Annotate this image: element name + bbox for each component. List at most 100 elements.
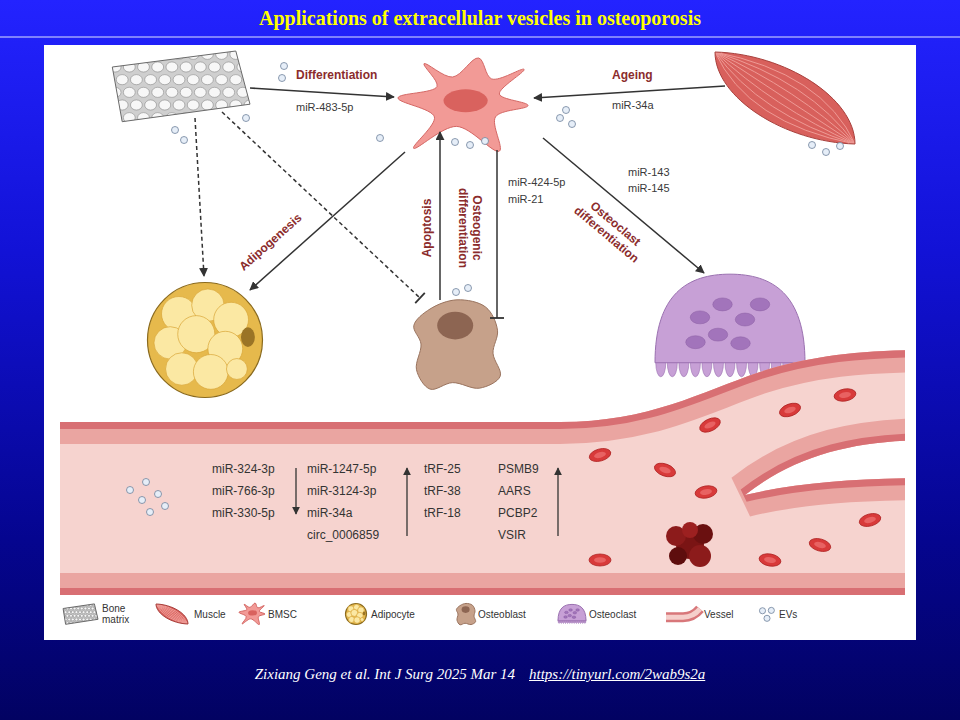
red-blood-cell-centre [658,465,671,474]
legend-label: Vessel [704,609,733,620]
ev-dot [139,497,146,504]
legend-label: EVs [779,609,797,620]
osteoblast-cell [414,300,501,390]
vessel-shape [58,345,908,600]
up-arrow [406,468,407,536]
ev-dot [482,138,489,145]
bone-pore [216,49,228,59]
ev-dot [127,487,134,494]
ev-dot [181,137,188,144]
bone-pore [89,611,92,614]
bone-pore [145,100,157,110]
arrows [195,86,725,318]
bmsc-cell [398,58,528,152]
osteoclast-nucleus [750,298,770,311]
bone-pore [116,49,128,59]
osteoclast-nucleus [686,336,706,349]
ev-dot [764,615,770,621]
dashed-arrow [222,112,420,298]
molecule-list: PSMB9 AARS PCBP2 VSIR [498,458,550,546]
bone-pore [130,49,142,59]
bone-pore [84,607,87,610]
osteoblast-icon [456,603,475,624]
muscle-outline [715,52,855,144]
red-blood-cell [778,401,803,420]
legend-label: BMSC [268,609,297,620]
osteoclast-nucleus [576,609,580,611]
ev-dot [837,143,844,150]
ev-dot [452,139,459,146]
ev-dot [143,479,150,486]
bone-pore [237,113,249,123]
bone-pore [109,87,121,97]
ev-dot [172,127,179,134]
bone-pore [82,611,85,614]
bone-pore [68,611,71,614]
red-blood-cell [858,511,882,528]
bone-pore [68,618,71,621]
molecule-list: miR-1247-5p miR-3124-3p miR-34a circ_000… [307,458,393,546]
muscle-fibre [156,604,188,624]
thrombus [669,547,687,565]
bone-pore [79,618,82,621]
bone-pore [130,75,142,85]
bone-pore [138,87,150,97]
muscle-fibre [715,52,855,144]
bone-pore [80,614,83,617]
bone-pore [86,611,89,614]
ev-icon [759,607,774,621]
ev-dot [809,142,816,149]
process-label: Osteogenic differentiation [456,180,484,276]
red-blood-cell [694,484,718,500]
bone-pore [209,62,221,72]
ev-dot [453,289,460,296]
vessel-wall [60,350,905,595]
bone-pore [95,622,98,625]
bone-pore [93,611,96,614]
bone-pore [187,75,199,85]
bone-pore [194,62,206,72]
process-label: Adipogenesis [236,211,304,274]
bone-pore [75,603,78,606]
muscle-icon [156,604,188,624]
muscle-fibre [715,52,855,144]
red-blood-cell-centre [703,420,716,430]
bone-pore [187,100,199,110]
bone-pore [159,75,171,85]
bone-pore [187,49,199,59]
mirna-label: miR-424-5p [508,176,565,189]
source-link: https://tinyurl.com/2wab9s2a [529,664,705,684]
bone-pore [173,75,185,85]
bone-pore [109,113,121,123]
vessel-icon-wall [666,609,700,617]
osteoclast-nucleus [708,328,728,341]
bone-pore [77,607,80,610]
muscle-body [156,604,188,624]
bone-outline [63,604,98,624]
bone-pore [84,614,87,617]
muscle-fibre [715,52,855,144]
arrow-line [496,150,498,318]
bone-pore [102,100,114,110]
vessel-outer-wall [60,350,905,595]
ev-dot [823,149,830,156]
bone-pore [173,100,185,110]
vessel-icon [666,609,700,617]
bone-pore [64,611,67,614]
muscle-fibre [156,604,188,624]
adipocyte-icon [346,604,367,625]
bone-body [112,51,250,122]
red-blood-cell [589,554,611,566]
muscle-fibre [715,52,855,144]
ev-dot [569,121,576,128]
thrombus [682,522,698,538]
bone-pore [123,62,135,72]
osteoclast-nucleus [568,614,572,616]
legend-label: Osteoclast [589,609,636,620]
bone-pore [71,611,74,614]
arrow-line [250,152,405,290]
bone-pore [91,607,94,610]
bone-matrix-icon [61,603,102,624]
adipocyte-nucleus [241,327,255,347]
bone-pore [216,75,228,85]
